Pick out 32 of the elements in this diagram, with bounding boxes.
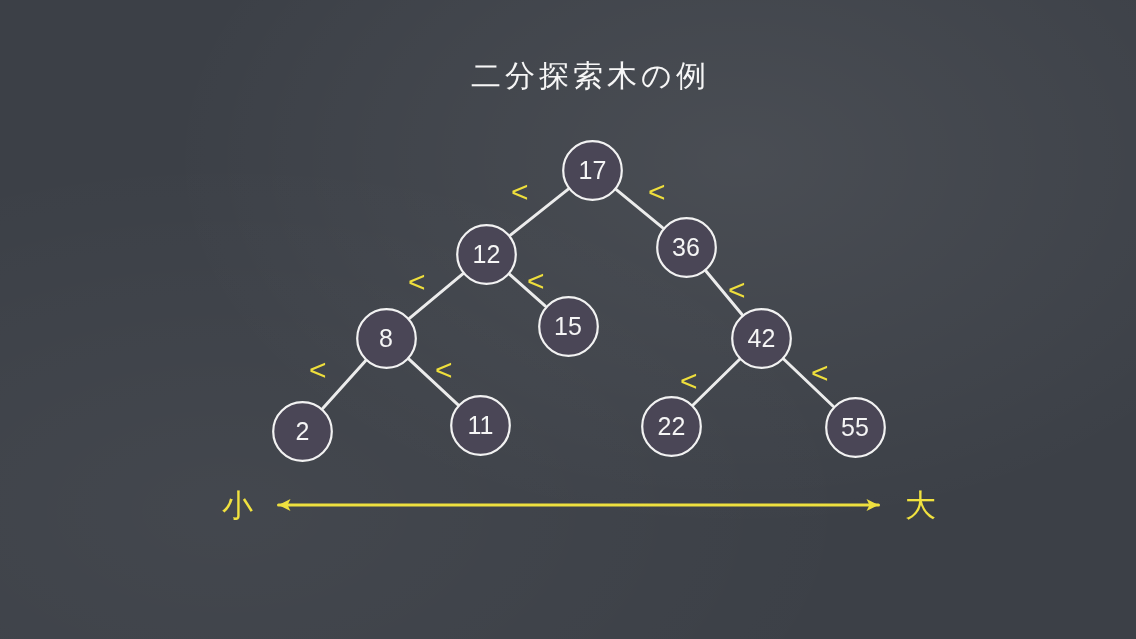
tree-node: 55 — [824, 396, 886, 458]
edge-label: < — [527, 266, 545, 296]
edge-label: < — [408, 267, 426, 297]
tree-line — [691, 357, 742, 407]
tree-node: 17 — [562, 139, 623, 201]
tree-node: 36 — [655, 216, 717, 278]
tree-node: 42 — [731, 307, 792, 369]
edge-label: < — [680, 366, 698, 396]
double-arrow — [277, 499, 880, 511]
tree-line — [782, 357, 835, 408]
title: 二分探索木の例 — [470, 58, 710, 92]
edge-label: < — [435, 355, 453, 385]
edge-label: < — [309, 355, 327, 385]
tree-node: 15 — [537, 295, 599, 357]
tree-node: 22 — [641, 395, 702, 457]
tree-node: 2 — [272, 400, 333, 462]
tree-line — [614, 187, 664, 230]
end-label: 小 — [221, 489, 253, 521]
tree-node: 11 — [450, 395, 511, 456]
tree-node: 12 — [456, 223, 517, 285]
edge-label: < — [728, 275, 746, 305]
edge-label: < — [511, 177, 529, 207]
tree-node: 8 — [355, 307, 417, 369]
edge-label: < — [648, 177, 666, 207]
tree-line — [508, 187, 571, 237]
edge-label: < — [811, 358, 829, 388]
tree-line — [704, 269, 744, 316]
tree-line — [406, 357, 460, 407]
end-label: 大 — [904, 489, 936, 521]
tree-line — [321, 359, 368, 410]
tree-line — [407, 272, 465, 320]
tree-line — [507, 272, 547, 308]
